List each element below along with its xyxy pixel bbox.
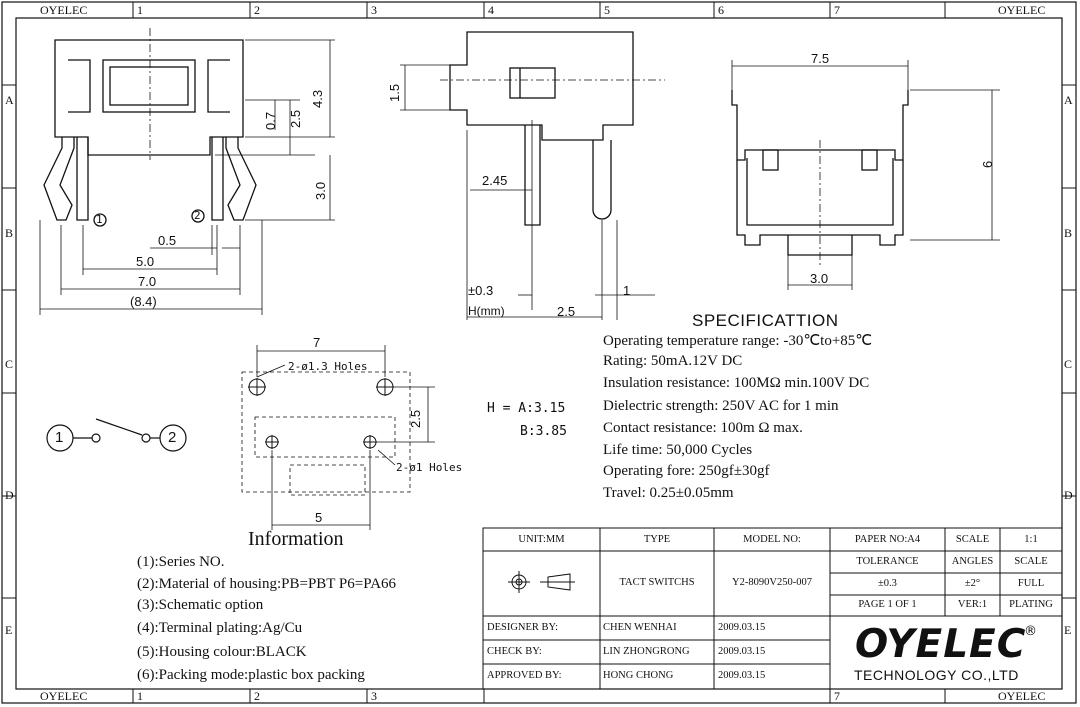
tb-scale2-label: SCALE [1014,556,1048,567]
tb-type-label: TYPE [643,534,671,545]
info-line: (6):Packing mode:plastic box packing [137,667,365,683]
dim-2-45: 2.45 [482,173,508,188]
tb-ver: VER:1 [957,599,988,610]
brand-bottom-right: OYELEC [998,689,1046,703]
zone-row-d-right: D [1064,488,1073,502]
front-view-drawing [39,28,335,315]
tb-scale2-value: FULL [1017,578,1045,589]
tb-check-label: CHECK BY: [487,646,542,657]
tb-approved-date: 2009.03.15 [718,670,766,681]
spec-line: Travel: 0.25±0.05mm [603,485,734,501]
tb-page: PAGE 1 OF 1 [858,599,917,610]
dim-side-1: 1 [623,283,631,298]
zone-row-c-right: C [1064,357,1073,371]
h-value-b: B:3.85 [520,424,567,439]
zone-col-bottom-7: 7 [834,689,840,703]
tb-model-label: MODEL NO: [743,534,801,545]
pin-1-label: 1 [96,213,103,226]
tb-approved-label: APPROVED BY: [487,670,562,681]
pcb-holes-big-label: 2-ø1.3 Holes [288,360,368,373]
brand-bottom-left: OYELEC [40,689,88,703]
zone-col-4: 4 [488,3,494,17]
pcb-holes-small-label: 2-ø1 Holes [396,461,463,474]
zone-row-b-right: B [1064,226,1073,240]
tb-tolerance-label: TOLERANCE [856,556,919,567]
tb-check-date: 2009.03.15 [718,646,766,657]
tb-angles-label: ANGLES [951,556,994,567]
zone-col-6: 6 [718,3,724,17]
info-line: (1):Series NO. [137,554,225,570]
schematic-pin-1: 1 [55,429,64,446]
pin-2-label: 2 [194,209,201,222]
tb-angles-value: ±2° [964,578,981,589]
dim-h-mm: H(mm) [468,304,505,318]
zone-row-d-left: D [5,488,14,502]
zone-col-bottom-2: 2 [254,689,260,703]
tb-type-value: TACT SWITCHS [619,577,695,588]
zone-row-b-left: B [5,226,14,240]
tb-designer-label: DESIGNER BY: [487,622,559,633]
zone-col-3: 3 [371,3,377,17]
tb-unit: UNIT:MM [518,534,565,545]
zone-row-e-left: E [5,623,13,637]
schematic-pin-2: 2 [168,429,177,446]
dim-pm-0-3: ±0.3 [468,283,494,298]
zone-col-bottom-1: 1 [137,689,143,703]
dim-7-5: 7.5 [811,51,830,66]
info-line: (5):Housing colour:BLACK [137,644,307,660]
tb-paper: PAPER NO:A4 [854,534,921,545]
info-line: (4):Terminal plating:Ag/Cu [137,620,303,636]
tb-designer-date: 2009.03.15 [718,622,766,633]
spec-line: Dielectric strength: 250V AC for 1 min [603,398,839,414]
dim-side-2-5: 2.5 [557,304,576,319]
spec-line: Rating: 50mA.12V DC [603,353,743,369]
side-view-drawing [400,31,665,320]
h-value-a: H = A:3.15 [487,401,566,416]
info-line: (3):Schematic option [137,597,264,613]
zone-row-a-left: A [5,93,14,107]
zone-col-5: 5 [604,3,610,17]
tb-scale-label: SCALE [955,534,990,545]
tb-designer-name: CHEN WENHAI [603,622,677,633]
tb-tolerance-value: ±0.3 [878,578,897,589]
pcb-dim-5: 5 [315,510,323,525]
pcb-dim-7: 7 [313,335,321,350]
company-name: TECHNOLOGY CO.,LTD [854,667,1019,683]
zone-col-bottom-3: 3 [371,689,377,703]
spec-line: Insulation resistance: 100MΩ min.100V DC [603,375,870,391]
spec-line: Operating temperature range: -30℃to+85℃ [603,333,873,349]
schematic-symbol [46,418,187,452]
registered-mark: ® [1024,624,1037,639]
tb-scale-value: 1:1 [1024,534,1038,545]
tb-plating: PLATING [1009,599,1053,610]
company-logo: OYELEC [855,622,1027,667]
spec-line: Life time: 50,000 Cycles [603,442,753,458]
spec-line: Operating fore: 250gf±30gf [603,463,770,479]
dim-top-3-0: 3.0 [810,271,829,286]
tb-approved-name: HONG CHONG [603,670,674,681]
dim-0-5: 0.5 [158,233,177,248]
information-title: Information [248,528,344,550]
dim-8-4: (8.4) [130,294,157,309]
brand-top-right: OYELEC [998,3,1046,17]
zone-col-2: 2 [254,3,260,17]
pcb-layout-drawing [241,345,435,530]
info-line: (2):Material of housing:PB=PBT P6=PA66 [137,576,397,592]
spec-line: Contact resistance: 100m Ω max. [603,420,803,436]
zone-col-7: 7 [834,3,840,17]
dim-5-0: 5.0 [136,254,155,269]
tb-model-value: Y2-8090V250-007 [732,577,812,588]
dim-7-0: 7.0 [138,274,157,289]
zone-row-c-left: C [5,357,14,371]
zone-col-1: 1 [137,3,143,17]
tb-check-name: LIN ZHONGRONG [603,646,690,657]
brand-top-left: OYELEC [40,3,88,17]
zone-row-a-right: A [1064,93,1073,107]
top-view-drawing [731,60,1000,290]
zone-row-e-right: E [1064,623,1072,637]
specification-title: SPECIFICATTION [692,311,839,330]
projection-symbol-icon [508,571,575,593]
